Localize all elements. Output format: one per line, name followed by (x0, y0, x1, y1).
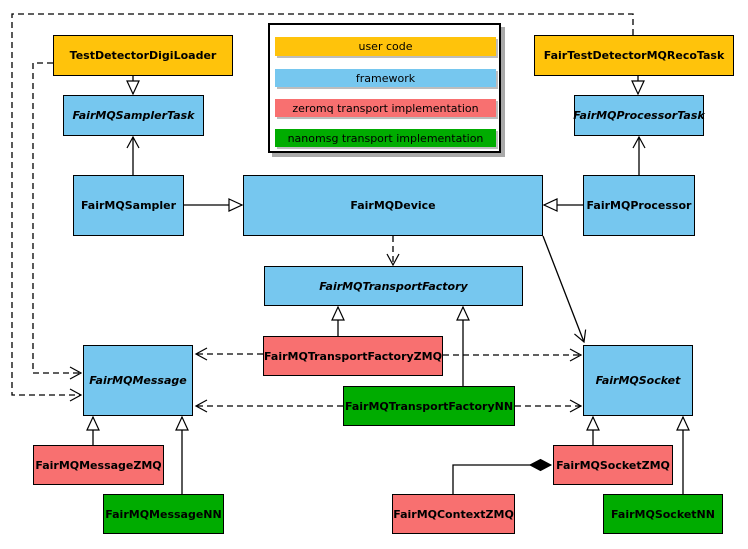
node-fairmqmessagezmq: FairMQMessageZMQ (33, 445, 164, 485)
node-fairmqmessagenn: FairMQMessageNN (103, 494, 224, 534)
legend: user code framework zeromq transport imp… (268, 23, 501, 153)
node-fairmqdevice: FairMQDevice (243, 175, 543, 236)
node-fairmqsamplertask: FairMQSamplerTask (63, 95, 204, 136)
node-fairmqmessage: FairMQMessage (83, 345, 193, 416)
node-fairmqsocketzmq: FairMQSocketZMQ (553, 445, 673, 485)
node-fairmqsocketnn: FairMQSocketNN (603, 494, 723, 534)
edge-fairmqcontextzmq-fairmqsocketzmq (452, 458, 553, 494)
node-fairmqsampler: FairMQSampler (73, 175, 184, 236)
legend-item-framework: framework (275, 69, 496, 87)
legend-item-zeromq: zeromq transport implementation (275, 99, 496, 117)
node-fairmqtransportfactorynn: FairMQTransportFactoryNN (343, 386, 515, 426)
node-fairmqprocessortask: FairMQProcessorTask (573, 95, 705, 136)
node-fairmqcontextzmq: FairMQContextZMQ (392, 494, 515, 534)
legend-item-nanomsg: nanomsg transport implementation (275, 129, 496, 147)
node-fairmqtransportfactoryzmq: FairMQTransportFactoryZMQ (263, 336, 443, 376)
node-testdetectordigiloader: TestDetectorDigiLoader (53, 35, 233, 76)
node-fairmqsocket: FairMQSocket (583, 345, 693, 416)
node-fairtestdetectormqrecotask: FairTestDetectorMQRecoTask (534, 35, 734, 76)
legend-item-user-code: user code (275, 37, 496, 56)
node-fairmqprocessor: FairMQProcessor (583, 175, 695, 236)
node-fairmqtransportfactory: FairMQTransportFactory (264, 266, 523, 306)
edge-fairmqdevice-fairmqsocket (542, 235, 587, 344)
